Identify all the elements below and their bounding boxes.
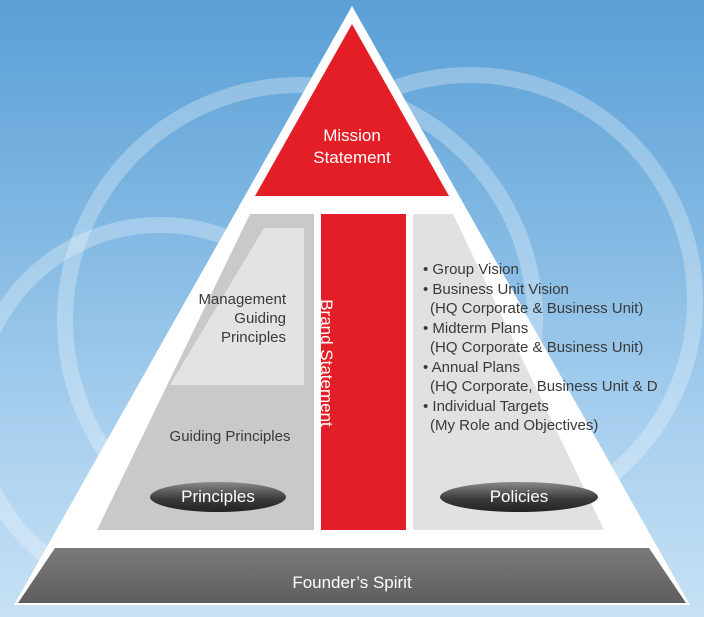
policies-list: • Group Vision • Business Unit Vision (H… (423, 260, 704, 436)
policies-badge (440, 482, 598, 512)
policy-item: • Individual Targets (423, 397, 549, 415)
management-guiding-principles-label: Management Guiding Principles (150, 290, 286, 347)
mgmt-line-1: Management (198, 291, 286, 308)
brand-statement-bar (321, 214, 406, 530)
brand-statement-label: Brand Statement (317, 299, 336, 427)
mgmt-line-3: Principles (220, 329, 286, 346)
management-principles-panel (170, 228, 304, 385)
policy-item: (HQ Corporate & Business Unit) (430, 300, 644, 317)
policy-item: (HQ Corporate, Business Unit & D (430, 378, 658, 395)
guiding-principles-label: Guiding Principles (169, 428, 291, 445)
mission-line-2: Statement (313, 148, 391, 167)
mgmt-line-2: Guiding (234, 310, 286, 327)
founders-spirit-base (18, 548, 686, 603)
policy-item: • Group Vision (423, 261, 519, 278)
policy-item: (My Role and Objectives) (430, 417, 599, 434)
founders-spirit-label: Founder’s Spirit (292, 573, 412, 592)
principles-badge-label: Principles (181, 487, 255, 506)
policy-item: (HQ Corporate & Business Unit) (430, 339, 644, 356)
principles-badge (150, 482, 286, 512)
policy-item: • Business Unit Vision (423, 280, 569, 298)
policy-item: • Midterm Plans (423, 319, 529, 337)
policies-badge-label: Policies (489, 487, 549, 506)
mission-statement-label: Mission Statement (290, 125, 414, 169)
policies-panel (413, 214, 604, 530)
mission-line-1: Mission (323, 126, 381, 145)
mission-statement-triangle (255, 24, 449, 196)
policy-item: • Annual Plans (423, 358, 520, 376)
